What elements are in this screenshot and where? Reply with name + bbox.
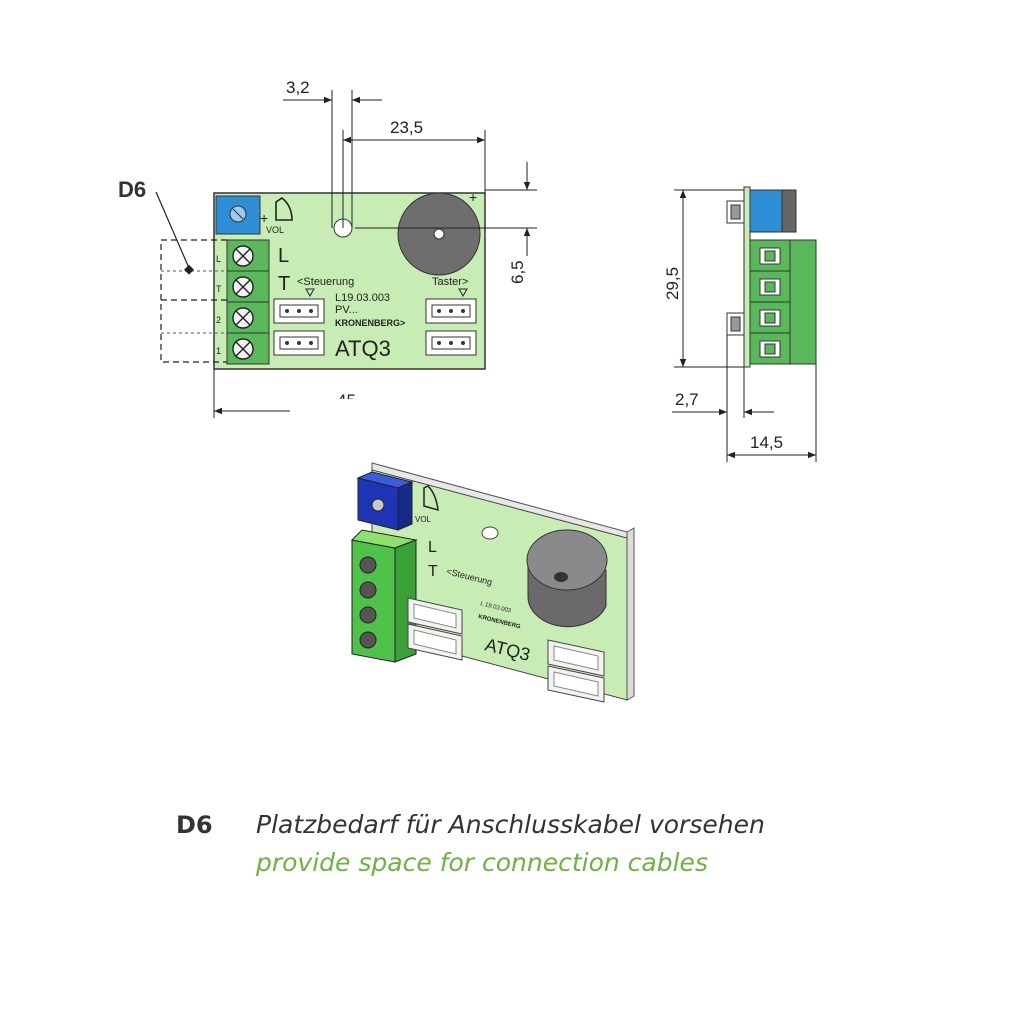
caption: D6 Platzbedarf für Anschlusskabel vorseh… [176, 810, 996, 886]
pin-1-label: 1 [216, 346, 221, 356]
l-label: L [278, 245, 289, 267]
arrow-down-icon [305, 288, 315, 298]
vol-label: VOL [266, 225, 284, 235]
connector-3d [547, 665, 605, 703]
terminal-screw-icon [232, 276, 254, 298]
speaker-icon [275, 197, 293, 221]
arrow-down-icon [458, 288, 468, 298]
connector-3d [547, 639, 605, 677]
connector [273, 330, 325, 356]
terminal-screw-icon [359, 631, 377, 649]
connector-3d [407, 623, 463, 661]
brand-label: KRONENBERG> [335, 318, 405, 328]
mounting-hole-3d [481, 526, 499, 540]
pv-label: PV... [335, 304, 358, 316]
version-label: L19.03.003 [335, 292, 390, 304]
caption-row-english: provide space for connection cables [176, 848, 996, 886]
caption-german: Platzbedarf für Anschlusskabel vorsehen [256, 810, 765, 839]
t-label: T [278, 273, 290, 295]
caption-code: D6 [176, 811, 213, 839]
speaker-icon [423, 485, 439, 512]
terminal-screw-icon [359, 581, 377, 599]
plus-label: + [260, 210, 268, 226]
pin-t-label: T [216, 284, 222, 294]
terminal-screw-icon [232, 245, 254, 267]
dimension-label: 23,5 [390, 118, 423, 137]
connector [273, 298, 325, 324]
steuerung-label: <Steuerung [297, 276, 354, 288]
caption-english: provide space for connection cables [256, 848, 708, 877]
l-label-3d: L [428, 539, 437, 556]
terminal-screw-icon [232, 307, 254, 329]
potentiometer-side [749, 189, 783, 233]
cable-space-outline [160, 239, 227, 363]
dimension-label: 6,5 [508, 260, 527, 284]
isometric-view: VOL L T <Steuerung L 19.03.003 KRONENBER… [350, 462, 635, 703]
terminal-screw-icon [232, 338, 254, 360]
side-view: 29,5 2,7 14,5 [663, 186, 817, 462]
pin-2-label: 2 [216, 315, 221, 325]
dimension-label: 14,5 [750, 433, 783, 452]
callout-label: D6 [118, 177, 146, 202]
vol-label-3d: VOL [415, 515, 432, 524]
pcb-edge [743, 186, 751, 368]
dimension-label: 3,2 [286, 78, 310, 97]
taster-label: Taster> [432, 276, 468, 288]
dimension-label: 2,7 [675, 390, 699, 409]
connector-3d [407, 597, 463, 635]
dimension-label: 45 [337, 391, 356, 410]
pin-l-label: L [216, 254, 221, 264]
buzzer-plus-label: + [469, 189, 477, 205]
dimension-label: 29,5 [663, 267, 682, 300]
connector [425, 330, 477, 356]
caption-row-german: D6 Platzbedarf für Anschlusskabel vorseh… [176, 810, 996, 848]
terminal-screw-icon [359, 606, 377, 624]
t-label-3d: T [428, 563, 438, 580]
buzzer-3d [526, 529, 608, 628]
connector [425, 298, 477, 324]
terminal-screw-icon [359, 556, 377, 574]
top-view: + VOL L T 2 [118, 78, 537, 420]
model-label: ATQ3 [335, 336, 391, 361]
